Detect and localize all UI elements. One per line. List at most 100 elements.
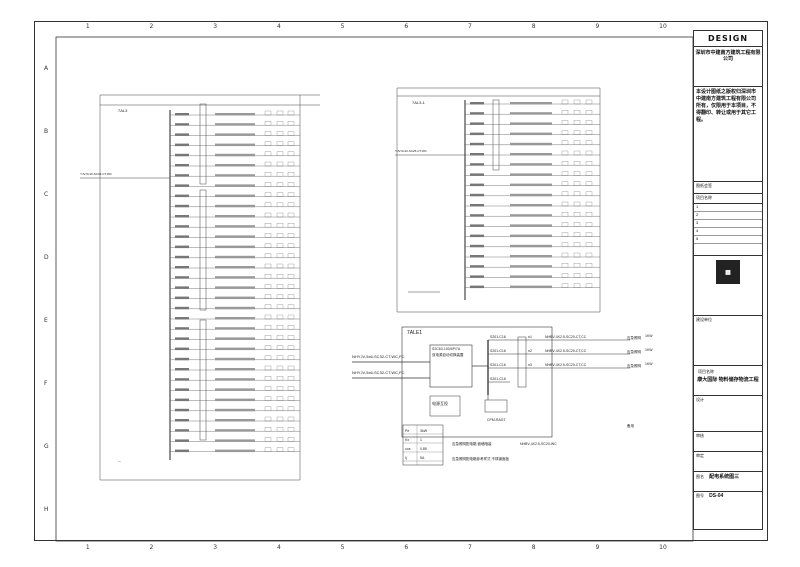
drawing-no-block: 图号 DS-04 bbox=[694, 492, 762, 510]
drawing-name: 配电系统图三 bbox=[709, 474, 740, 480]
circuit-load: 应急照明 bbox=[627, 363, 641, 368]
param-key: Kx bbox=[405, 438, 409, 442]
mid-panel-id: 7AL3-1 bbox=[412, 100, 426, 105]
drawing-frame bbox=[34, 21, 768, 541]
circuit-power: 1KW bbox=[645, 334, 653, 338]
bottom-note-2: 应急照明配电箱参考样式 不锈钢面板 bbox=[452, 456, 509, 461]
left-distribution-panel: 7AL3 YJV-5x16-SC32-CT,WC — bbox=[80, 94, 320, 481]
company-name: 深圳市中建南方建筑工程有限公司 bbox=[694, 47, 762, 87]
column-number: 5 bbox=[340, 23, 345, 30]
approval-label: 图纸会签 bbox=[694, 182, 762, 194]
left-panel-id: 7AL3 bbox=[118, 108, 128, 113]
revision-row: 5 bbox=[694, 236, 762, 244]
column-number: 7 bbox=[468, 544, 472, 551]
checker-label: 审核 bbox=[694, 432, 762, 452]
column-number: 8 bbox=[531, 23, 536, 30]
drawing-no-label: 图号 bbox=[696, 493, 704, 498]
column-number: 4 bbox=[276, 23, 281, 30]
drawing-name-block: 图名 配电系统图三 bbox=[694, 472, 762, 492]
circuit-power: 1KW bbox=[645, 348, 653, 352]
column-number: 4 bbox=[276, 544, 281, 551]
circuit-id: n2 bbox=[528, 349, 532, 353]
circuit-breaker: S201-C16 bbox=[490, 349, 506, 353]
row-letter: H bbox=[44, 505, 49, 513]
designer-label: 设计 bbox=[694, 396, 762, 432]
circuit-breaker: S201-C16 bbox=[490, 377, 506, 381]
middle-distribution-panel: 7AL3-1 YJV-5x10-SC25-CT,WC bbox=[395, 87, 601, 313]
param-value: 3kW bbox=[420, 429, 428, 433]
revision-row: 2 bbox=[694, 212, 762, 220]
column-number: 7 bbox=[468, 23, 472, 30]
circuit-breaker: S201-C16 bbox=[490, 363, 506, 367]
column-number: 9 bbox=[595, 544, 600, 551]
param-value: 0.85 bbox=[420, 447, 427, 451]
bottom-note: 应急照明配电箱 嵌墙暗装 bbox=[452, 441, 492, 446]
circuit-load: 应急照明 bbox=[627, 335, 641, 340]
company-logo: ▦ bbox=[716, 260, 740, 284]
param-key: Ij bbox=[405, 456, 407, 460]
row-letter: E bbox=[44, 316, 48, 324]
circuit-cable: NHBV-4X2.5-SC20-CT,CC bbox=[545, 335, 587, 339]
design-heading: DESIGN bbox=[694, 31, 762, 47]
row-letter: G bbox=[44, 442, 49, 450]
project-name-block: 项目名称 康大国际 物料储存物流工程 bbox=[694, 366, 762, 396]
column-number: 8 bbox=[531, 544, 536, 551]
row-letter: F bbox=[44, 379, 48, 387]
param-key: cos bbox=[405, 447, 411, 451]
param-key: Pe bbox=[405, 429, 409, 433]
project-name-label: 项目名称 bbox=[698, 369, 714, 374]
circuit-cable: NHBV-4X2.5-SC20-CT,CC bbox=[545, 349, 587, 353]
ats-label: 双电源自动切换装置 bbox=[432, 352, 464, 357]
revision-row: 3 bbox=[694, 220, 762, 228]
column-number: 6 bbox=[404, 544, 409, 551]
emergency-lighting-panel: 7ALE1 NHYJV-5x6-SC32-CT,WC,FC NHYJV-5x6-… bbox=[352, 326, 653, 466]
column-number: 10 bbox=[659, 544, 667, 551]
column-number: 1 bbox=[85, 23, 90, 30]
circuit-load: 应急照明 bbox=[627, 349, 641, 354]
bottom-incoming-1: NHYJV-5x6-SC32-CT,WC,FC bbox=[352, 354, 405, 359]
drawing-name-label: 图名 bbox=[696, 474, 704, 479]
column-number: 2 bbox=[149, 23, 154, 30]
project-label: 项目名称 bbox=[694, 194, 762, 204]
circuit-id: n3 bbox=[528, 363, 532, 367]
copyright-notice: 本设计图纸之版权归深圳市中建南方建筑工程有限公司所有，仅限用于本项目，不得翻印、… bbox=[694, 87, 762, 182]
design-unit-label: 建设单位 bbox=[694, 316, 762, 366]
svg-text:—: — bbox=[118, 459, 121, 463]
circuit-cable: NHBV-4X2.5-SC20-CT,CC bbox=[545, 363, 587, 367]
column-number: 10 bbox=[659, 23, 667, 30]
sub-note: NHBV-4X2.5-SC20-WC bbox=[520, 442, 557, 446]
left-incoming-cable: YJV-5x16-SC32-CT,WC bbox=[80, 172, 113, 176]
column-number: 5 bbox=[340, 544, 345, 551]
logo-area: ▦ bbox=[694, 260, 762, 316]
column-number: 9 bbox=[595, 23, 600, 30]
title-block: DESIGN 深圳市中建南方建筑工程有限公司 本设计图纸之版权归深圳市中建南方建… bbox=[693, 30, 763, 530]
drawing-no: DS-04 bbox=[709, 493, 724, 499]
ats-note: 电源互投 bbox=[432, 400, 448, 406]
ats-breaker: S2C63-100/4P/7A bbox=[432, 347, 461, 351]
bottom-panel-id: 7ALE1 bbox=[407, 330, 422, 336]
circuit-power: 1KW bbox=[645, 362, 653, 366]
project-name: 康大国际 物料储存物流工程 bbox=[697, 377, 759, 383]
column-number: 2 bbox=[149, 544, 154, 551]
approver-label: 审定 bbox=[694, 452, 762, 472]
param-value: 1 bbox=[420, 438, 422, 442]
column-number: 6 bbox=[404, 23, 409, 30]
row-letter: D bbox=[44, 253, 49, 261]
column-number: 3 bbox=[213, 23, 218, 30]
circuit-breaker: S201-C16 bbox=[490, 335, 506, 339]
revision-row: 4 bbox=[694, 228, 762, 236]
circuit-load: 备用 bbox=[627, 423, 635, 428]
column-number: 3 bbox=[213, 544, 218, 551]
row-letter: A bbox=[44, 64, 49, 72]
mid-incoming-cable: YJV-5x10-SC25-CT,WC bbox=[395, 149, 428, 153]
bottom-incoming-2: NHYJV-5x6-SC32-CT,WC,FC bbox=[352, 370, 405, 375]
row-letter: C bbox=[44, 190, 49, 198]
spd-label: CPM-RAGT bbox=[487, 418, 507, 422]
row-letter: B bbox=[44, 127, 49, 135]
param-value: 5A bbox=[420, 456, 425, 460]
circuit-id: n1 bbox=[528, 335, 532, 339]
column-number: 1 bbox=[85, 544, 90, 551]
revision-row: 1 bbox=[694, 204, 762, 212]
